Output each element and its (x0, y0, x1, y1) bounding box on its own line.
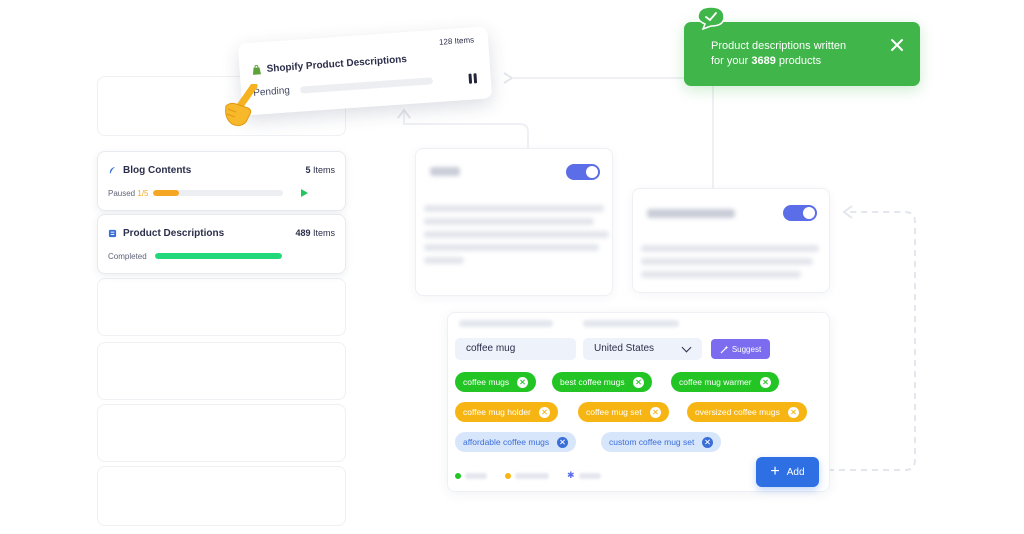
success-toast: Product descriptions written for your 36… (684, 22, 920, 86)
remove-icon[interactable] (517, 376, 529, 388)
add-icon[interactable] (702, 436, 714, 448)
pointing-hand-icon (225, 84, 258, 127)
field-labels-blurred (459, 320, 679, 327)
job-count: 489 Items (295, 228, 335, 238)
keyword-chip[interactable]: oversized coffee mugs (687, 402, 807, 422)
keyword-chip[interactable]: best coffee mugs (552, 372, 652, 392)
chip-label: affordable coffee mugs (463, 437, 550, 447)
progress-bar-fill (154, 253, 282, 259)
magic-wand-icon (720, 345, 729, 353)
progress-bar (152, 190, 283, 196)
job-status: Completed (108, 251, 147, 261)
difficulty-legend: ✱ (455, 470, 601, 481)
feather-icon (109, 166, 116, 173)
keyword-chip[interactable]: affordable coffee mugs (455, 432, 577, 452)
job-card-blog-contents[interactable]: Blog Contents 5 Items Paused 1/5 (97, 151, 346, 211)
close-icon[interactable] (890, 38, 904, 52)
remove-icon[interactable] (632, 376, 644, 388)
job-count: 5 Items (305, 165, 335, 175)
toggle-switch[interactable] (566, 164, 600, 180)
panel-description (641, 245, 819, 278)
job-card-placeholder (97, 278, 346, 336)
pending-job-card[interactable]: 128 Items Shopify Product Descriptions P… (237, 26, 493, 116)
settings-panel-blurred (632, 188, 830, 293)
add-icon[interactable] (557, 436, 569, 448)
progress-bar-fill (152, 190, 179, 196)
keyword-chip[interactable]: coffee mugs (455, 372, 537, 392)
remove-icon[interactable] (759, 376, 771, 388)
keyword-chip[interactable]: coffee mug holder (455, 402, 558, 422)
chip-label: oversized coffee mugs (695, 407, 780, 417)
add-label: Add (786, 466, 805, 478)
chip-label: custom coffee mug set (609, 437, 695, 447)
location-select[interactable]: United States (583, 338, 702, 360)
sparkle-icon: ✱ (567, 470, 575, 480)
remove-icon[interactable] (787, 406, 799, 418)
location-value: United States (594, 343, 655, 354)
check-badge-icon (697, 6, 725, 30)
job-title: Blog Contents (123, 164, 192, 176)
legend-item (455, 472, 487, 479)
chip-label: coffee mug warmer (679, 377, 752, 387)
remove-icon[interactable] (649, 406, 661, 418)
panel-heading (430, 167, 460, 176)
keyword-chip[interactable]: custom coffee mug set (601, 432, 722, 452)
chip-label: best coffee mugs (560, 377, 625, 387)
toast-message: Product descriptions written for your 36… (711, 40, 847, 67)
job-title: Product Descriptions (123, 227, 225, 239)
suggest-label: Suggest (731, 344, 762, 354)
job-card-placeholder (97, 466, 346, 526)
settings-panel-blurred (415, 148, 613, 296)
chevron-down-icon (681, 342, 692, 353)
chip-label: coffee mug set (586, 407, 642, 417)
job-card-placeholder (97, 342, 346, 400)
chip-label: coffee mug holder (463, 407, 531, 417)
job-title: Shopify Product Descriptions (266, 54, 408, 75)
shopify-icon (252, 64, 261, 75)
legend-item: ✱ (567, 470, 601, 481)
keyword-chip[interactable]: coffee mug warmer (671, 372, 779, 392)
chip-label: coffee mugs (463, 377, 510, 387)
job-card-product-descriptions[interactable]: Product Descriptions 489 Items Completed (97, 214, 346, 274)
keyword-input[interactable]: coffee mug (455, 338, 576, 360)
progress-bar (299, 77, 434, 94)
progress-bar (154, 253, 282, 259)
remove-icon[interactable] (538, 406, 550, 418)
panel-heading (647, 209, 735, 218)
panel-description (424, 205, 609, 264)
play-icon[interactable] (300, 189, 308, 197)
document-icon (108, 229, 117, 237)
legend-item (505, 472, 549, 479)
arrow-left-icon (503, 72, 513, 84)
suggest-button[interactable]: Suggest (711, 339, 770, 359)
job-card-placeholder (97, 404, 346, 462)
pause-icon[interactable] (468, 72, 479, 84)
job-status: Paused 1/5 (108, 188, 149, 198)
plus-icon: + (770, 463, 780, 480)
keyword-chip[interactable]: coffee mug set (578, 402, 669, 422)
job-count: 128 Items (438, 35, 475, 47)
toggle-switch[interactable] (783, 205, 817, 221)
add-button[interactable]: + Add (756, 457, 819, 487)
